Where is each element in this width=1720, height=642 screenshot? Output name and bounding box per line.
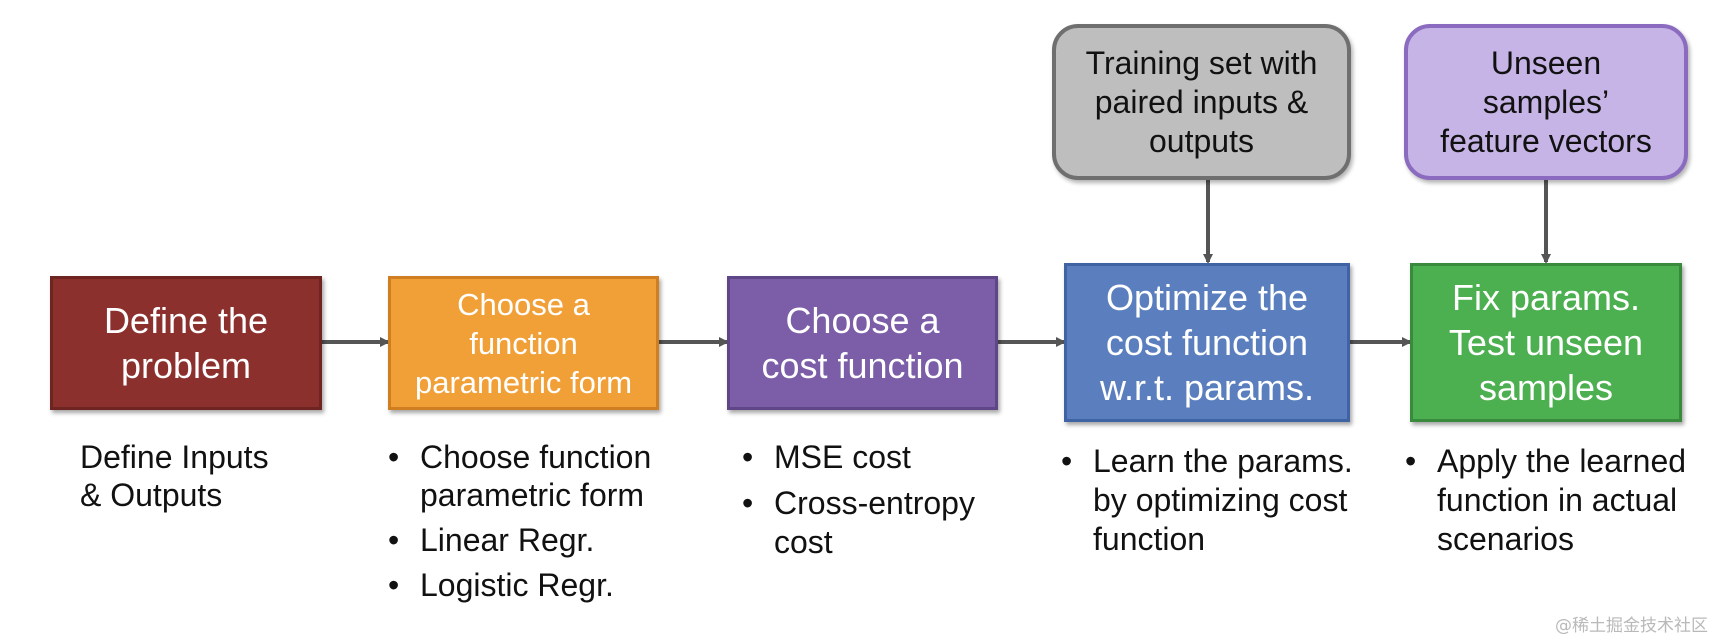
bullet-item: Learn the params. by optimizing cost fun…: [1061, 442, 1353, 559]
unseen-samples-label: Unseen samples’ feature vectors: [1440, 44, 1652, 159]
bullet-item: Choose function parametric form: [388, 438, 651, 514]
step3-bullets: MSE costCross-entropy cost: [742, 438, 975, 562]
step-optimize-cost-function: Optimize the cost function w.r.t. params…: [1064, 263, 1350, 422]
bullet-item: Cross-entropy cost: [742, 484, 975, 562]
step-define-problem-label: Define the problem: [103, 300, 269, 386]
step-define-problem: Define the problem: [50, 276, 322, 410]
step1-description: Define Inputs & Outputs: [80, 439, 269, 513]
step2-bullets: Choose function parametric formLinear Re…: [388, 438, 651, 604]
training-set-box: Training set with paired inputs & output…: [1052, 24, 1351, 180]
step5-bullets: Apply the learned function in actual sce…: [1405, 442, 1686, 559]
step-test-unseen-samples: Fix params. Test unseen samples: [1410, 263, 1682, 422]
step-choose-cost-function: Choose a cost function: [727, 276, 998, 410]
step-choose-function-form-label: Choose a function parametric form: [414, 286, 633, 400]
unseen-samples-box: Unseen samples’ feature vectors: [1404, 24, 1688, 180]
training-set-label: Training set with paired inputs & output…: [1085, 44, 1318, 159]
step4-bullets: Learn the params. by optimizing cost fun…: [1061, 442, 1353, 559]
step-choose-cost-function-label: Choose a cost function: [761, 300, 964, 386]
step-test-unseen-samples-label: Fix params. Test unseen samples: [1448, 277, 1644, 408]
bullet-item: Apply the learned function in actual sce…: [1405, 442, 1686, 559]
watermark: @稀土掘金技术社区: [1555, 616, 1708, 636]
bullet-item: Logistic Regr.: [388, 566, 651, 604]
step-choose-function-form: Choose a function parametric form: [388, 276, 659, 410]
step-optimize-cost-function-label: Optimize the cost function w.r.t. params…: [1099, 277, 1315, 408]
bullet-item: Linear Regr.: [388, 521, 651, 559]
bullet-item: MSE cost: [742, 438, 975, 477]
